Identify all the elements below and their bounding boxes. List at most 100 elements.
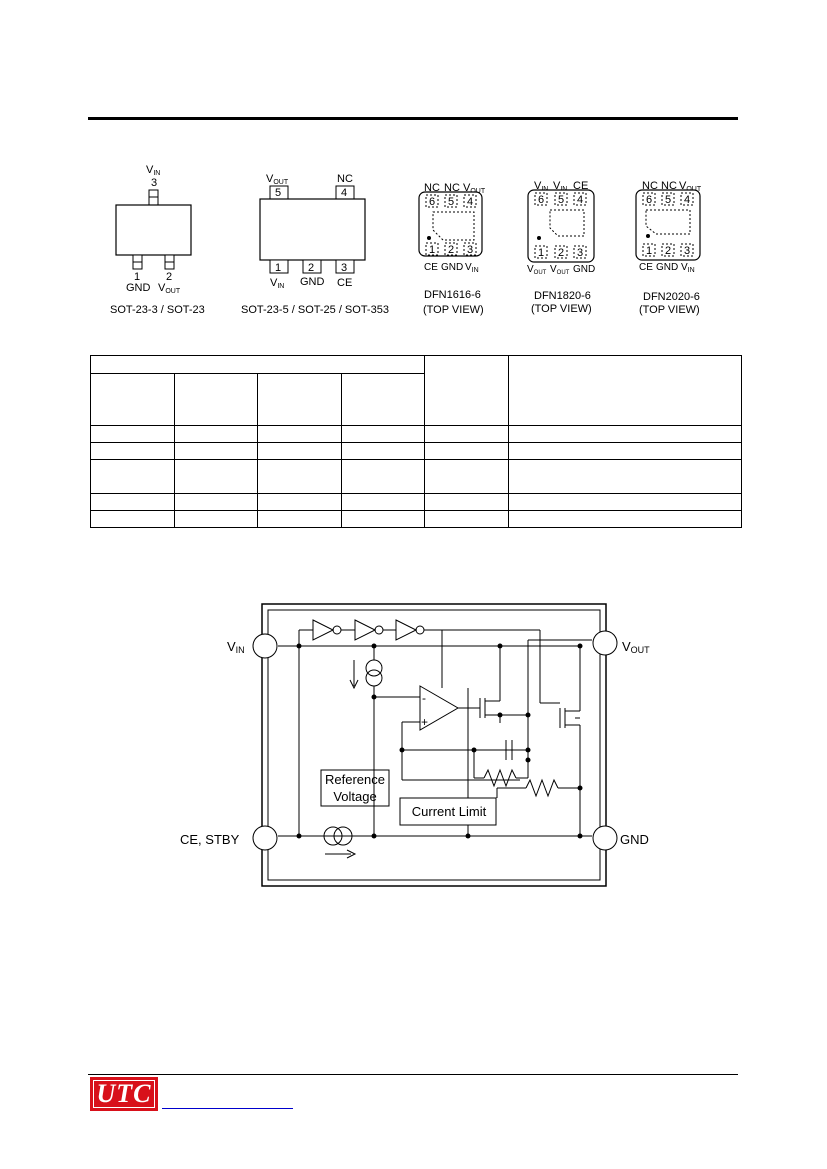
sot23-top-pin-num: 3 — [151, 177, 157, 189]
dfn1820-num-6: 6 — [538, 194, 544, 206]
table-subheader-row — [90, 373, 742, 426]
dfn1820-bottom-label-2: VOUT — [550, 264, 570, 276]
dfn1820-caption: DFN1820-6 — [534, 290, 591, 302]
table-header-cell — [90, 373, 175, 426]
table-header-cell — [508, 355, 742, 426]
dfn1820-num-2: 2 — [558, 247, 564, 259]
table-header-cell — [90, 355, 425, 374]
pin-ce-terminal — [252, 825, 278, 851]
pin-vout-terminal — [592, 630, 618, 656]
sot235-pin2-num: 2 — [308, 262, 314, 274]
dfn1616-num-2: 2 — [448, 244, 454, 256]
sot235-pin5-num: 5 — [275, 187, 281, 199]
dfn1820-bottom-label-3: GND — [573, 264, 595, 275]
dfn1820-body — [527, 189, 595, 263]
dfn2020-caption: DFN2020-6 — [643, 291, 700, 303]
dfn1820-num-3: 3 — [577, 247, 583, 259]
table-header-cell — [174, 373, 258, 426]
table-header-cell — [424, 355, 509, 426]
sot235-pin1-name: VIN — [270, 277, 284, 290]
dfn2020-num-1: 1 — [646, 245, 652, 257]
dfn2020-top-label-2: NC — [661, 180, 677, 192]
pin-assignment-table — [90, 355, 742, 528]
dfn1820-caption-view: (TOP VIEW) — [531, 303, 592, 315]
dfn2020-num-4: 4 — [684, 194, 690, 206]
table-header-cell — [257, 373, 342, 426]
package-dfn2020: NC NC VOUT 6 5 4 1 2 3 CE GND VIN DFN202… — [635, 180, 702, 316]
sot23-pin1-num: 1 — [134, 271, 140, 283]
utc-logo-text: UTC — [96, 1079, 152, 1108]
dfn1616-num-5: 5 — [448, 196, 454, 208]
dfn1616-top-label-2: NC — [444, 182, 460, 194]
dfn2020-bottom-label-1: CE — [639, 262, 653, 273]
dfn2020-num-3: 3 — [684, 245, 690, 257]
dfn2020-caption-view: (TOP VIEW) — [639, 304, 700, 316]
sot235-pin2-name: GND — [300, 276, 325, 288]
dfn1616-num-3: 3 — [467, 244, 473, 256]
vin-label: VIN — [227, 639, 245, 655]
reference-voltage-line2: Voltage — [333, 789, 376, 804]
header-rule — [88, 117, 738, 120]
table-row — [90, 425, 742, 443]
dfn1820-num-5: 5 — [558, 194, 564, 206]
dfn1616-top-label-1: NC — [424, 182, 440, 194]
dfn2020-top-label-1: NC — [642, 180, 658, 192]
dfn1820-num-1: 1 — [538, 247, 544, 259]
dfn2020-bottom-label-2: GND — [656, 262, 678, 273]
sot235-pin4-num: 4 — [341, 187, 347, 199]
sot235-pin1-num: 1 — [275, 262, 281, 274]
sot235-pin3-num: 3 — [341, 262, 347, 274]
table-header-row — [90, 355, 742, 426]
opamp-minus: - — [422, 691, 426, 705]
package-dfn1820: VIN VIN CE 6 5 4 1 2 3 VOUT VOUT GND DFN… — [527, 180, 595, 315]
pin-configuration-drawings: VIN 3 1 2 GND VOUT SOT-23-3 / SOT-23 VOU… — [110, 164, 702, 316]
dfn1616-bottom-label-1: CE — [424, 262, 438, 273]
dfn1616-num-1: 1 — [429, 244, 435, 256]
dfn1820-num-4: 4 — [577, 194, 583, 206]
sot235-pin3-name: CE — [337, 277, 352, 289]
package-sot23: VIN 3 1 2 GND VOUT SOT-23-3 / SOT-23 — [110, 164, 205, 316]
table-row — [90, 510, 742, 528]
block-diagram: VIN VOUT CE, STBY GND Reference Voltage … — [180, 603, 650, 887]
utc-logo-border — [93, 1080, 155, 1108]
gnd-label: GND — [620, 832, 649, 847]
vout-label: VOUT — [622, 639, 650, 655]
sot235-pin5-name: VOUT — [266, 173, 289, 186]
dfn2020-num-5: 5 — [665, 194, 671, 206]
dfn2020-body — [635, 189, 701, 261]
sot235-caption: SOT-23-5 / SOT-25 / SOT-353 — [241, 304, 389, 316]
dfn1616-bottom-label-2: GND — [441, 262, 463, 273]
package-sot235: VOUT NC 5 4 1 2 3 VIN GND CE SOT-23-5 / … — [241, 173, 389, 316]
table-row — [90, 442, 742, 460]
dfn1616-num-4: 4 — [467, 196, 473, 208]
dfn1820-bottom-label-1: VOUT — [527, 264, 547, 276]
sot23-caption: SOT-23-3 / SOT-23 — [110, 304, 205, 316]
dfn2020-bottom-label-3: VIN — [681, 262, 695, 274]
sot235-pin4-name: NC — [337, 173, 353, 185]
table-row — [90, 493, 742, 511]
dfn2020-num-6: 6 — [646, 194, 652, 206]
sot23-pin2-num: 2 — [166, 271, 172, 283]
table-header-cell — [341, 373, 425, 426]
website-link-underline[interactable] — [162, 1108, 293, 1109]
pin-vin-terminal — [252, 633, 278, 659]
sot235-body — [259, 198, 366, 261]
current-limit-box — [399, 797, 497, 826]
dfn2020-num-2: 2 — [665, 245, 671, 257]
dfn1820-top-label-3: CE — [573, 180, 588, 192]
table-row — [90, 459, 742, 494]
reference-voltage-box — [320, 769, 390, 807]
opamp-plus: + — [421, 715, 428, 729]
dfn1616-top-label-3: VOUT — [463, 182, 486, 195]
ce-stby-label: CE, STBY — [180, 832, 240, 847]
footer-rule — [88, 1074, 738, 1075]
pin-gnd-terminal — [592, 825, 618, 851]
utc-logo: UTC — [90, 1077, 158, 1111]
sot23-pin2-name: VOUT — [158, 282, 181, 295]
sot23-body — [115, 204, 192, 256]
current-limit-label: Current Limit — [412, 804, 487, 819]
sot23-top-pin-name: VIN — [146, 164, 160, 177]
dfn1616-caption: DFN1616-6 — [424, 289, 481, 301]
dfn1616-bottom-label-3: VIN — [465, 262, 479, 274]
dfn1616-num-6: 6 — [429, 196, 435, 208]
